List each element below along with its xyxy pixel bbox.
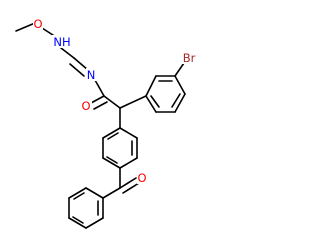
ring2-inner-2 [106,156,118,164]
bromine-bg [180,51,198,64]
bond-ketone-c-o-a [119,177,137,189]
ring3-bond-3 [68,217,87,229]
bond-amide-c-ch [103,95,121,109]
ring3-bond-6 [85,187,104,199]
ring1-bond-6 [145,95,157,113]
amide-oxygen-label: O [81,99,90,113]
bond-ketone-c-o-b [122,182,140,194]
ring3-inner-2 [72,216,84,224]
ring2-bond-1 [119,127,138,139]
imine-nitrogen-bg [86,68,97,81]
ring2-bond-6 [102,127,121,139]
ring1-inner-3 [150,95,160,108]
ring3-inner-3 [73,192,85,200]
ring3-bond-5 [68,187,87,199]
ring3-bond-2 [85,217,104,229]
amine-nitrogen-bg [52,35,72,48]
bond-ch-n-b [69,63,85,77]
bond-ring1-br [174,62,185,77]
amide-oxygen-bg [81,99,92,112]
ether-oxygen-bg [33,17,43,30]
ketone-oxygen-label: O [137,171,146,185]
canvas-background [0,0,250,250]
bonds [15,22,186,229]
ring2-bond-4 [102,157,121,169]
bond-ketone-c-ring3 [102,187,121,199]
amine-nitrogen-label: NH [53,35,70,49]
ketone-oxygen-bg [137,171,148,184]
ether-oxygen-label: O [33,17,42,31]
ring1-bond-4 [174,93,186,113]
ring1-inner-2 [171,93,181,108]
imine-nitrogen-label: N [87,68,96,82]
bond-ch-ring1 [119,95,147,109]
bond-methyl-o [15,22,36,32]
bond-amide-c-o-a [90,95,105,104]
bond-n-amide-c [94,79,105,97]
ring2-inner-3 [107,132,119,140]
atom-labels: O NH N O Br O [33,17,198,185]
ring1-bond-1 [145,75,157,97]
bond-nh-ch [60,47,75,59]
ring1-bond-3 [174,75,186,95]
ring2-bond-3 [119,157,138,169]
molecule-structure: O NH N O Br O [0,0,250,250]
bromine-label: Br [183,51,196,65]
bond-ch-n-a [73,57,89,71]
bond-amide-c-o-b [93,101,108,110]
